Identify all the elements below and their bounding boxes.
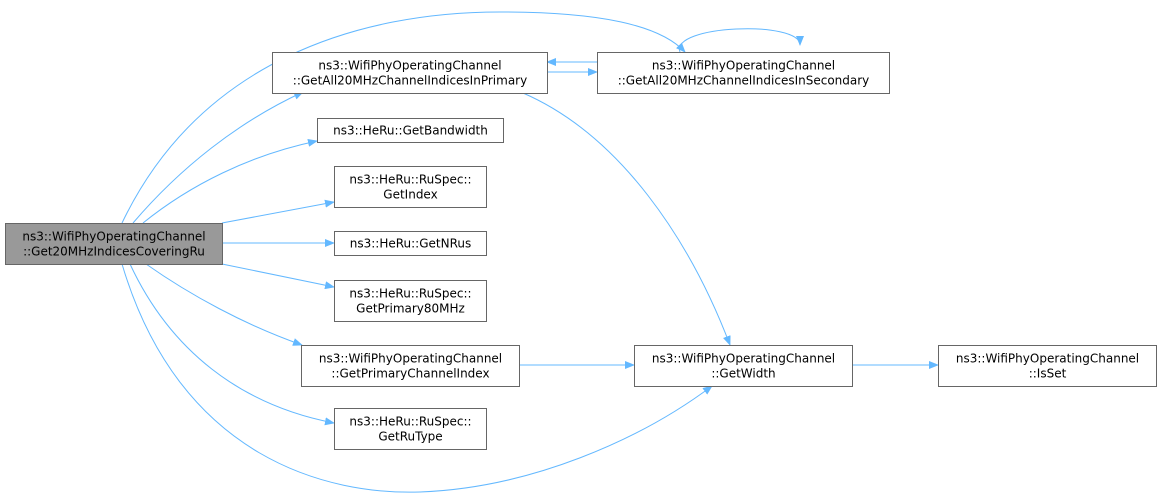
node-getAllSecondary[interactable]: ns3::WifiPhyOperatingChannel::GetAll20MH… <box>597 52 890 94</box>
node-box <box>597 52 890 94</box>
node-box <box>334 231 487 256</box>
node-label-line: ::IsSet <box>1029 367 1067 381</box>
node-getNRus[interactable]: ns3::HeRu::GetNRus <box>334 231 487 256</box>
node-label-line: ns3::WifiPhyOperatingChannel <box>956 352 1139 366</box>
node-label-line: ::Get20MHzIndicesCoveringRu <box>23 245 205 259</box>
node-label-line: ns3::WifiPhyOperatingChannel <box>22 230 205 244</box>
node-getIndex[interactable]: ns3::HeRu::RuSpec::GetIndex <box>334 166 487 208</box>
node-label-line: ::GetAll20MHzChannelIndicesInSecondary <box>618 74 870 88</box>
node-label-line: ns3::WifiPhyOperatingChannel <box>319 352 502 366</box>
node-box <box>634 345 853 387</box>
nodes-layer: ns3::WifiPhyOperatingChannel::Get20MHzIn… <box>5 52 1157 450</box>
edges-layer <box>121 11 939 493</box>
edge-getAllSecondary-to-getAllSecondary <box>679 28 804 53</box>
node-box <box>5 223 223 265</box>
node-label-line: ns3::HeRu::GetBandwidth <box>333 124 488 138</box>
node-box <box>317 118 504 143</box>
edge-get20-to-getAllPrimary <box>132 91 304 224</box>
node-box <box>334 280 487 322</box>
node-label-line: ns3::HeRu::RuSpec:: <box>349 415 471 429</box>
node-label-line: ns3::HeRu::RuSpec:: <box>349 287 471 301</box>
node-label-line: ::GetWidth <box>711 367 775 381</box>
node-box <box>334 166 487 208</box>
node-label-line: GetRuType <box>378 430 442 444</box>
node-getWidth[interactable]: ns3::WifiPhyOperatingChannel::GetWidth <box>634 345 853 387</box>
node-box <box>272 52 548 94</box>
node-getPrimary80[interactable]: ns3::HeRu::RuSpec::GetPrimary80MHz <box>334 280 487 322</box>
edge-get20-to-getBandwidth <box>142 138 318 224</box>
node-label-line: GetPrimary80MHz <box>356 302 465 316</box>
edge-get20-to-getIndex <box>221 199 335 224</box>
edge-get20-to-getPrimaryIdx <box>145 263 303 346</box>
node-label-line: GetIndex <box>383 188 437 202</box>
node-getAllPrimary[interactable]: ns3::WifiPhyOperatingChannel::GetAll20MH… <box>272 52 548 94</box>
node-label-line: ns3::HeRu::GetNRus <box>350 237 472 251</box>
node-get20[interactable]: ns3::WifiPhyOperatingChannel::Get20MHzIn… <box>5 223 223 265</box>
node-getRuType[interactable]: ns3::HeRu::RuSpec::GetRuType <box>334 408 487 450</box>
node-box <box>301 345 520 387</box>
node-label-line: ns3::HeRu::RuSpec:: <box>349 173 471 187</box>
node-label-line: ns3::WifiPhyOperatingChannel <box>652 352 835 366</box>
edge-get20-to-getRuType <box>129 263 335 426</box>
node-getBandwidth[interactable]: ns3::HeRu::GetBandwidth <box>317 118 504 143</box>
node-isSet[interactable]: ns3::WifiPhyOperatingChannel::IsSet <box>938 345 1157 387</box>
edge-get20-to-getPrimary80 <box>221 263 335 290</box>
edge-get20-to-getWidth <box>121 263 713 493</box>
node-box <box>938 345 1157 387</box>
edge-getAllPrimary-to-getWidth <box>522 92 731 346</box>
edge-get20-to-getAllSecondary <box>121 11 686 224</box>
node-box <box>334 408 487 450</box>
node-label-line: ::GetPrimaryChannelIndex <box>331 367 489 381</box>
node-label-line: ns3::WifiPhyOperatingChannel <box>318 59 501 73</box>
node-label-line: ::GetAll20MHzChannelIndicesInPrimary <box>293 74 527 88</box>
node-label-line: ns3::WifiPhyOperatingChannel <box>652 59 835 73</box>
node-getPrimaryIdx[interactable]: ns3::WifiPhyOperatingChannel::GetPrimary… <box>301 345 520 387</box>
